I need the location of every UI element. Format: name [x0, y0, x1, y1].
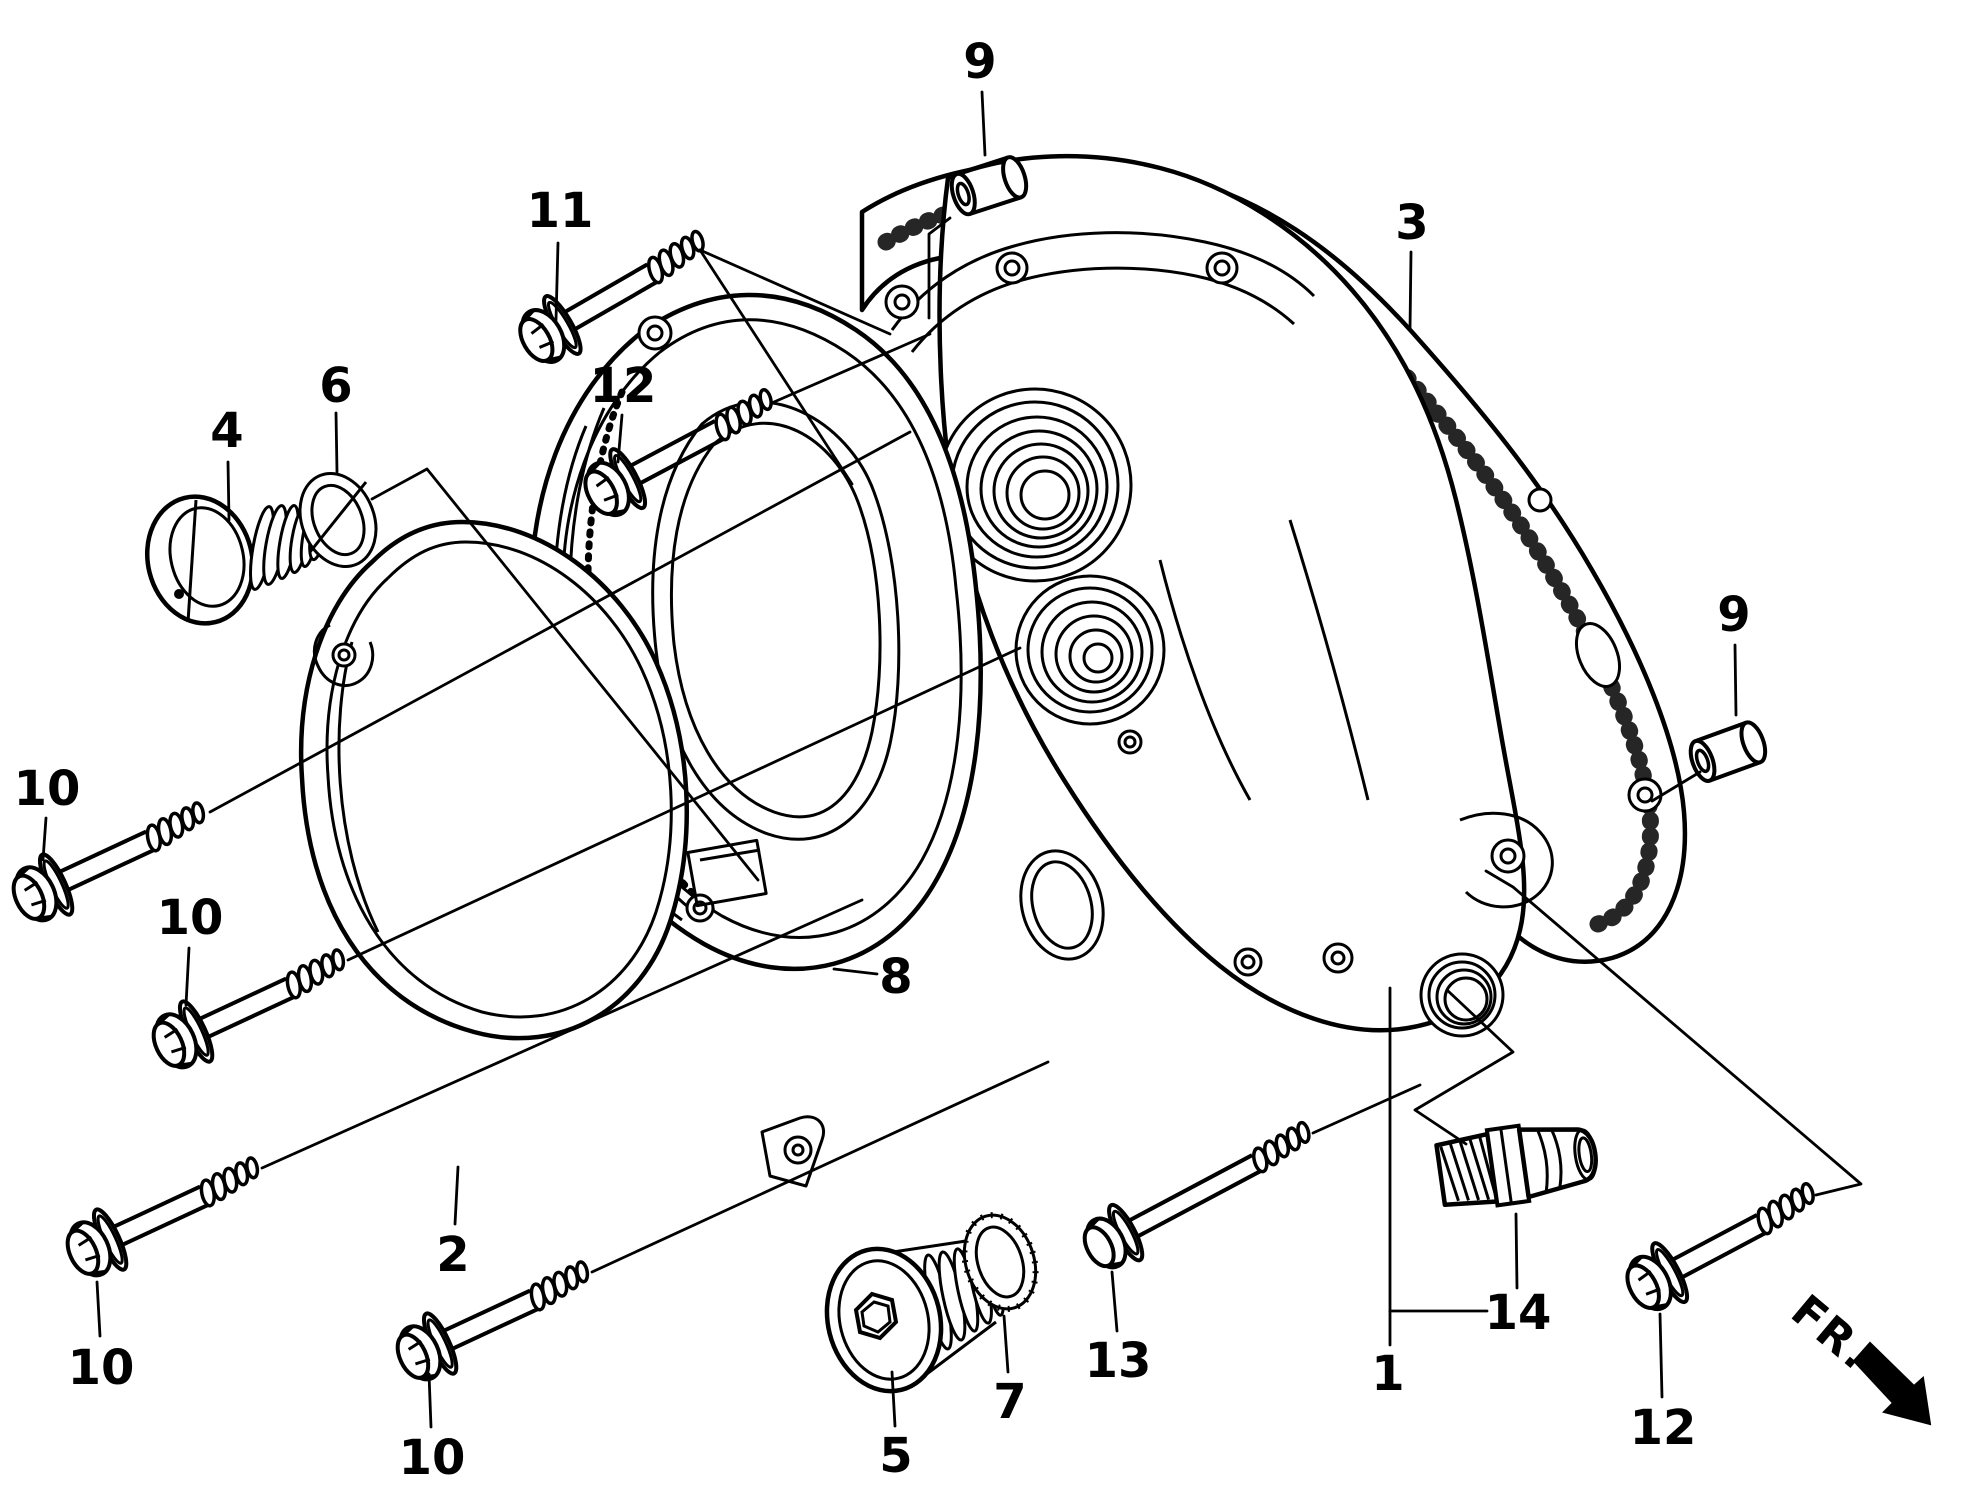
leader-3	[1408, 250, 1413, 332]
part-bolt-12-br	[1616, 1165, 1832, 1322]
part-oring-6	[298, 471, 378, 569]
leader-13	[1110, 1270, 1119, 1333]
leader-5	[890, 1370, 897, 1428]
part-bolt-10-b	[141, 929, 363, 1082]
connector-bolt10b-axis	[346, 646, 1022, 962]
callout-label-6: 6	[319, 358, 352, 414]
cover-mounting-lug	[1459, 811, 1554, 909]
callout-label-8: 8	[879, 949, 912, 1005]
callout-label-12-br: 12	[1630, 1400, 1697, 1456]
connector-bolt12-br-axis	[1484, 869, 1863, 1197]
callout-label-13: 13	[1085, 1333, 1152, 1389]
part-right-crankcase-cover	[890, 154, 1554, 1038]
connector-bolt11-branch-a	[698, 248, 892, 336]
leader-10-c	[95, 1280, 102, 1338]
leader-12-top	[616, 413, 624, 464]
connector-cap4-oring6-axis	[370, 467, 760, 882]
threaded-oil-hole	[1419, 952, 1505, 1038]
leader-10-d	[427, 1372, 433, 1429]
leader-12-br	[1658, 1312, 1664, 1399]
fr-arrow-icon	[1852, 1341, 1932, 1426]
callout-label-14: 14	[1485, 1285, 1552, 1341]
connector-bolt10c-axis	[260, 898, 864, 1170]
connector-pin9-top-elbow	[927, 216, 952, 320]
part-outer-cover	[298, 519, 689, 1041]
connector-bolt11-branch-b	[698, 248, 854, 486]
outer-cover-ear	[313, 623, 375, 687]
part-oil-fitting	[1434, 1123, 1598, 1208]
callout-label-4: 4	[210, 403, 243, 459]
connector-bolt12-top-axis	[772, 332, 932, 404]
leader-9-top	[980, 90, 987, 157]
callout-label-1: 1	[1371, 1346, 1404, 1402]
callout-labels: 9 11 3 12 6 4 9 10 10 8 2 10 10 5 7 13 1 14 12	[14, 34, 1751, 1486]
callout-label-11: 11	[527, 183, 594, 239]
callout-label-10-c: 10	[68, 1340, 135, 1396]
connector-lines	[208, 216, 1863, 1313]
leader-10-b	[184, 946, 191, 1007]
leader-11	[554, 241, 560, 322]
connector-bolt13-axis	[1311, 1083, 1422, 1135]
callout-label-7: 7	[993, 1374, 1026, 1430]
inner-cover-bottom-tab	[760, 1115, 825, 1188]
fr-direction-indicator: FR.	[1781, 1285, 1932, 1426]
part-bolt-10-d	[385, 1241, 607, 1394]
callout-label-2: 2	[436, 1227, 469, 1283]
callout-label-5: 5	[879, 1428, 912, 1484]
callout-label-10-a: 10	[14, 761, 81, 817]
oil-pump-boss	[1014, 574, 1166, 726]
clutch-boss	[937, 387, 1133, 583]
part-oring-7	[961, 1212, 1039, 1312]
leader-7	[1002, 1314, 1010, 1374]
leader-14	[1514, 1212, 1519, 1290]
leader-6	[334, 411, 339, 474]
leader-8	[832, 967, 879, 976]
part-bolt-13	[1074, 1106, 1327, 1280]
leader-10-a	[41, 816, 48, 862]
leader-4	[226, 460, 231, 522]
connector-fitting14-zigzag	[1413, 988, 1515, 1146]
callout-label-10-b: 10	[157, 890, 224, 946]
callout-label-10-d: 10	[399, 1430, 466, 1486]
leader-2	[453, 1165, 460, 1226]
leader-9-right	[1733, 643, 1738, 717]
callout-label-12-top: 12	[590, 358, 657, 414]
connector-pin9-right-link	[1650, 770, 1702, 803]
callout-label-9-right: 9	[1717, 587, 1750, 643]
callout-label-3: 3	[1395, 195, 1428, 251]
connector-bolt10a-axis	[208, 430, 912, 814]
callout-label-9-top: 9	[963, 34, 996, 90]
connector-bolt10d-axis	[590, 1060, 1050, 1274]
part-bolt-10-c	[55, 1137, 277, 1290]
